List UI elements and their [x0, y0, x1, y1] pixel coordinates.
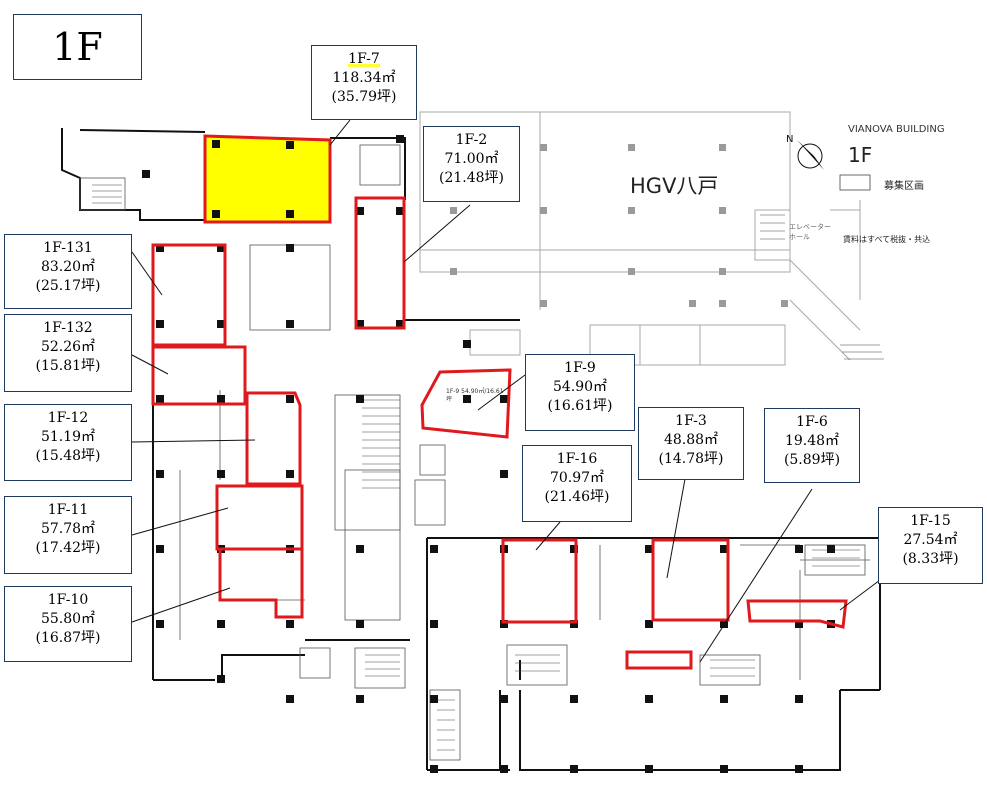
unit-tsubo: (15.81坪) — [35, 358, 101, 374]
unit-area: 118.34㎡ — [332, 70, 396, 86]
unit-1F-6-outline — [625, 650, 693, 670]
hotel-columns — [450, 144, 788, 307]
unit-area: 48.88㎡ — [663, 432, 719, 448]
stair-hatching — [92, 184, 884, 751]
unit-tsubo: (17.42坪) — [35, 540, 101, 556]
callout-1F-131: 1F-131 83.20㎡ (25.17坪) — [4, 234, 132, 309]
unit-1F-15-outline — [746, 599, 848, 629]
unit-id: 1F-11 — [47, 502, 89, 518]
building-walls — [61, 128, 881, 771]
unit-id: 1F-131 — [43, 240, 93, 256]
unit-area: 55.80㎡ — [40, 611, 96, 627]
unit-1F-9-plan-label: 1F-9 54.90㎡/16.61坪 — [446, 388, 504, 403]
callout-1F-9: 1F-9 54.90㎡ (16.61坪) — [525, 354, 635, 431]
unit-tsubo: (35.79坪) — [331, 89, 397, 105]
unit-tsubo: (5.89坪) — [783, 452, 841, 468]
unit-area: 71.00㎡ — [444, 151, 499, 167]
callout-1F-12: 1F-12 51.19㎡ (15.48坪) — [4, 404, 132, 481]
unit-area: 27.54㎡ — [903, 532, 958, 548]
unit-id: 1F-15 — [910, 513, 951, 529]
leader-lines — [131, 119, 881, 663]
north-compass: N — [786, 134, 824, 170]
unit-tsubo: (15.48坪) — [35, 448, 101, 464]
unit-outlines — [151, 196, 848, 670]
callout-1F-7: 1F-7 118.34㎡ (35.79坪) — [311, 45, 417, 120]
unit-id: 1F-132 — [43, 320, 93, 336]
building-name: VIANOVA BUILDING — [848, 124, 945, 135]
unit-area: 52.26㎡ — [40, 339, 96, 355]
unit-1F-10-outline — [218, 547, 304, 619]
legend-text: 募集区画 — [884, 181, 924, 192]
elevator-hall-label: エレベーターホール — [789, 223, 831, 241]
legend-swatch — [839, 174, 871, 191]
unit-tsubo: (21.48坪) — [438, 170, 504, 186]
hotel-label: HGV八戸 — [630, 174, 719, 198]
unit-tsubo: (21.46坪) — [544, 489, 610, 505]
unit-tsubo: (14.78坪) — [658, 451, 724, 467]
callout-1F-6: 1F-6 19.48㎡ (5.89坪) — [764, 408, 860, 483]
unit-1F-12-outline — [245, 391, 302, 486]
building-floor: 1F — [848, 143, 873, 167]
unit-1F-2-outline — [354, 196, 406, 330]
rent-note: 賃料はすべて税抜・共込 — [843, 235, 931, 244]
callout-1F-15: 1F-15 27.54㎡ (8.33坪) — [878, 507, 983, 584]
unit-tsubo: (16.61坪) — [547, 398, 613, 414]
unit-id: 1F-6 — [796, 414, 828, 430]
unit-area: 51.19㎡ — [40, 429, 96, 445]
svg-text:N: N — [786, 134, 793, 145]
unit-area: 19.48㎡ — [784, 433, 840, 449]
unit-1F-3-outline — [651, 538, 730, 622]
callout-1F-132: 1F-132 52.26㎡ (15.81坪) — [4, 314, 132, 392]
unit-tsubo: (16.87坪) — [35, 630, 101, 646]
unit-1F-9-outline — [420, 368, 512, 439]
unit-1F-11-outline — [215, 484, 304, 551]
unit-1F-7-area — [203, 134, 332, 224]
unit-1F-132-outline — [151, 345, 247, 406]
floor-title: 1F — [13, 14, 142, 80]
callout-1F-11: 1F-11 57.78㎡ (17.42坪) — [4, 496, 132, 574]
unit-id: 1F-9 — [564, 360, 596, 376]
unit-area: 54.90㎡ — [552, 379, 608, 395]
unit-id: 1F-10 — [47, 592, 89, 608]
callout-1F-16: 1F-16 70.97㎡ (21.46坪) — [522, 445, 632, 522]
unit-1F-16-outline — [501, 538, 578, 624]
unit-area: 57.78㎡ — [40, 521, 96, 537]
unit-id: 1F-16 — [556, 451, 598, 467]
unit-1F-131-outline — [151, 243, 227, 347]
unit-tsubo: (8.33坪) — [902, 551, 959, 567]
unit-area: 83.20㎡ — [40, 259, 96, 275]
unit-tsubo: (25.17坪) — [35, 278, 101, 294]
callout-1F-2: 1F-2 71.00㎡ (21.48坪) — [423, 126, 520, 202]
unit-id: 1F-2 — [455, 132, 488, 148]
unit-id: 1F-12 — [47, 410, 89, 426]
callout-1F-3: 1F-3 48.88㎡ (14.78坪) — [638, 407, 744, 480]
unit-id: 1F-3 — [675, 413, 707, 429]
unit-area: 70.97㎡ — [549, 470, 605, 486]
unit-id: 1F-7 — [348, 51, 380, 67]
callout-1F-10: 1F-10 55.80㎡ (16.87坪) — [4, 586, 132, 662]
